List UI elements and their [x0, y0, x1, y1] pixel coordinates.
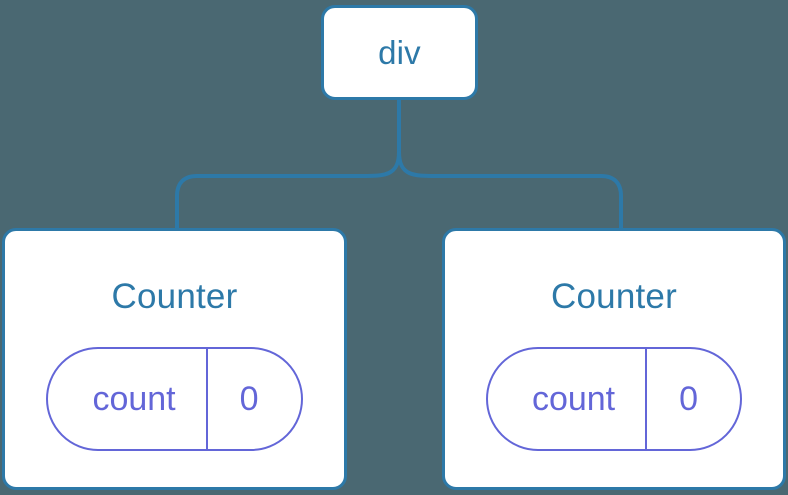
state-key-right: count	[531, 380, 616, 418]
state-value-left: 0	[239, 380, 259, 418]
node-counter-right[interactable]: Counter count 0	[442, 228, 786, 490]
node-div[interactable]: div	[321, 5, 478, 100]
connector-to-right-child	[397, 98, 623, 234]
state-divider-right	[645, 349, 648, 449]
node-div-label: div	[378, 34, 421, 71]
state-pill-left[interactable]: count 0	[46, 347, 303, 451]
state-value-right: 0	[679, 380, 699, 418]
node-counter-left-label: Counter	[111, 277, 238, 316]
node-counter-left[interactable]: Counter count 0	[2, 228, 347, 490]
connector-to-left-child	[175, 150, 401, 234]
state-divider-left	[205, 349, 208, 449]
state-key-left: count	[92, 380, 176, 418]
node-counter-right-label: Counter	[551, 277, 677, 316]
state-pill-right[interactable]: count 0	[485, 347, 743, 451]
